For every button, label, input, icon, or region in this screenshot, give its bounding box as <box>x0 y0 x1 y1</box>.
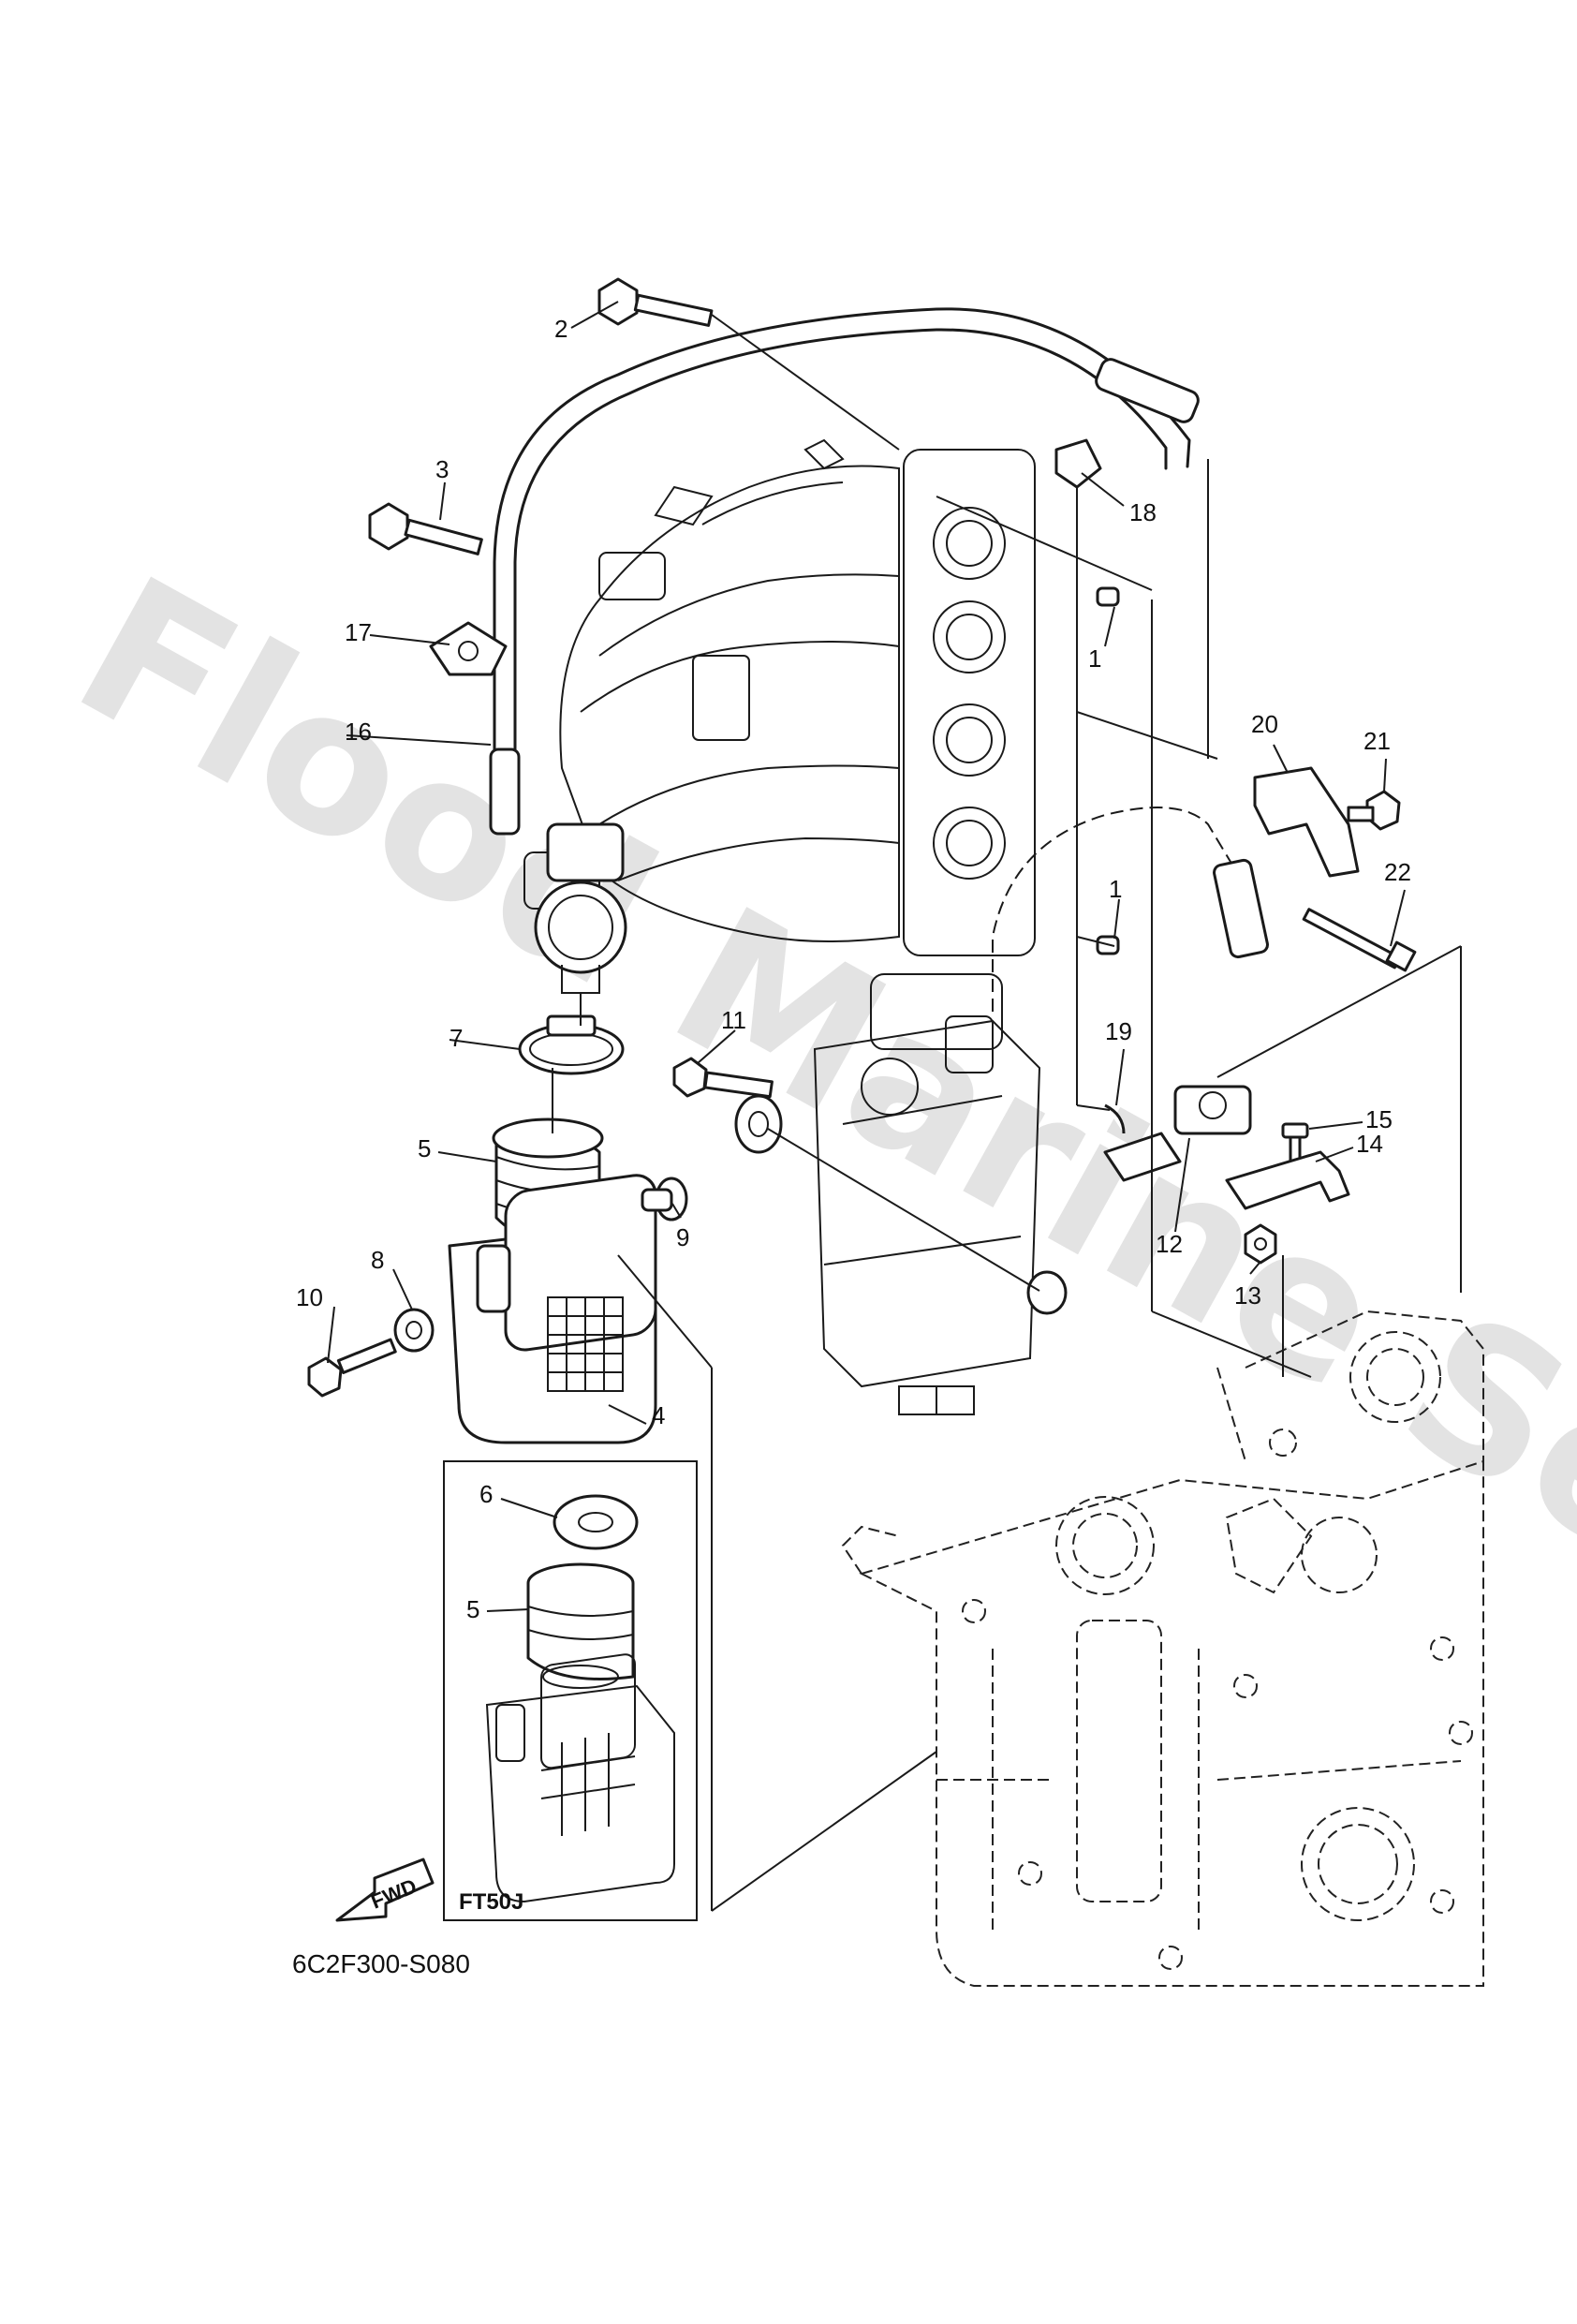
band-22 <box>1302 908 1417 972</box>
bolt-3 <box>368 502 483 555</box>
callout-22: 22 <box>1384 858 1411 886</box>
bolt-21 <box>1347 790 1401 831</box>
inset-ft50j: FT50J <box>443 1460 698 1921</box>
callout-leaders <box>327 301 1406 1612</box>
hose-joint-12 <box>1103 1085 1252 1182</box>
throttle-body <box>534 822 627 994</box>
callout-11: 11 <box>721 1006 746 1034</box>
callout-21: 21 <box>1363 727 1391 755</box>
callout-5a: 5 <box>418 1134 431 1162</box>
hose-clamp-17 <box>429 621 508 676</box>
callout-17: 17 <box>345 618 372 646</box>
hose-assembly <box>489 307 1200 836</box>
silencer-inset <box>485 1653 675 1903</box>
pin-1a <box>1096 586 1120 607</box>
watermark-text: Flood Marine Series <box>43 533 1577 1803</box>
cylinder-block <box>841 1310 1484 1987</box>
callout-18: 18 <box>1129 498 1157 526</box>
callout-15: 15 <box>1365 1105 1393 1133</box>
callout-2: 2 <box>554 315 567 343</box>
callout-14: 14 <box>1356 1130 1383 1158</box>
intake-silencer-4 <box>448 1174 657 1444</box>
callout-8: 8 <box>371 1246 384 1274</box>
callout-13: 13 <box>1234 1281 1261 1310</box>
callout-19: 19 <box>1105 1017 1132 1045</box>
hose-clamp-18 <box>1054 438 1102 489</box>
diagram-code: 6C2F300-S080 <box>292 1949 470 1978</box>
callout-7: 7 <box>450 1024 463 1052</box>
callout-3: 3 <box>435 455 449 483</box>
callout-numbers: 1 1 2 3 4 5 5 6 7 8 9 10 11 12 13 14 15 … <box>296 315 1411 1623</box>
nut-13 <box>1244 1223 1277 1265</box>
callout-4: 4 <box>652 1401 665 1429</box>
fwd-arrow-icon: FWD <box>335 1858 435 1922</box>
callout-5b: 5 <box>466 1595 479 1623</box>
callout-9: 9 <box>676 1223 689 1251</box>
callout-12: 12 <box>1156 1230 1183 1258</box>
callout-20: 20 <box>1251 710 1278 738</box>
callout-16: 16 <box>345 718 372 746</box>
bolt-11 <box>672 1057 783 1154</box>
callout-10: 10 <box>296 1283 323 1311</box>
bracket-20 <box>1253 766 1360 878</box>
bracket-14 <box>1225 1150 1350 1210</box>
joint-5-inset <box>526 1562 635 1689</box>
grommet-8 <box>393 1308 435 1353</box>
hose-clamp-7 <box>518 1014 625 1075</box>
fuel-hose-dashed <box>992 807 1269 1012</box>
inset-label: FT50J <box>459 1889 523 1915</box>
plate-6 <box>553 1494 639 1550</box>
watermark: Flood Marine Series <box>43 533 1577 1803</box>
callout-1b: 1 <box>1109 875 1122 903</box>
reference-lines <box>552 314 1462 1912</box>
vapor-separator <box>813 973 1068 1415</box>
collar-9 <box>641 1177 688 1221</box>
callout-1a: 1 <box>1088 644 1101 673</box>
callout-6: 6 <box>479 1480 493 1508</box>
silencer-grid <box>547 1296 624 1392</box>
bolt-10 <box>307 1338 397 1398</box>
